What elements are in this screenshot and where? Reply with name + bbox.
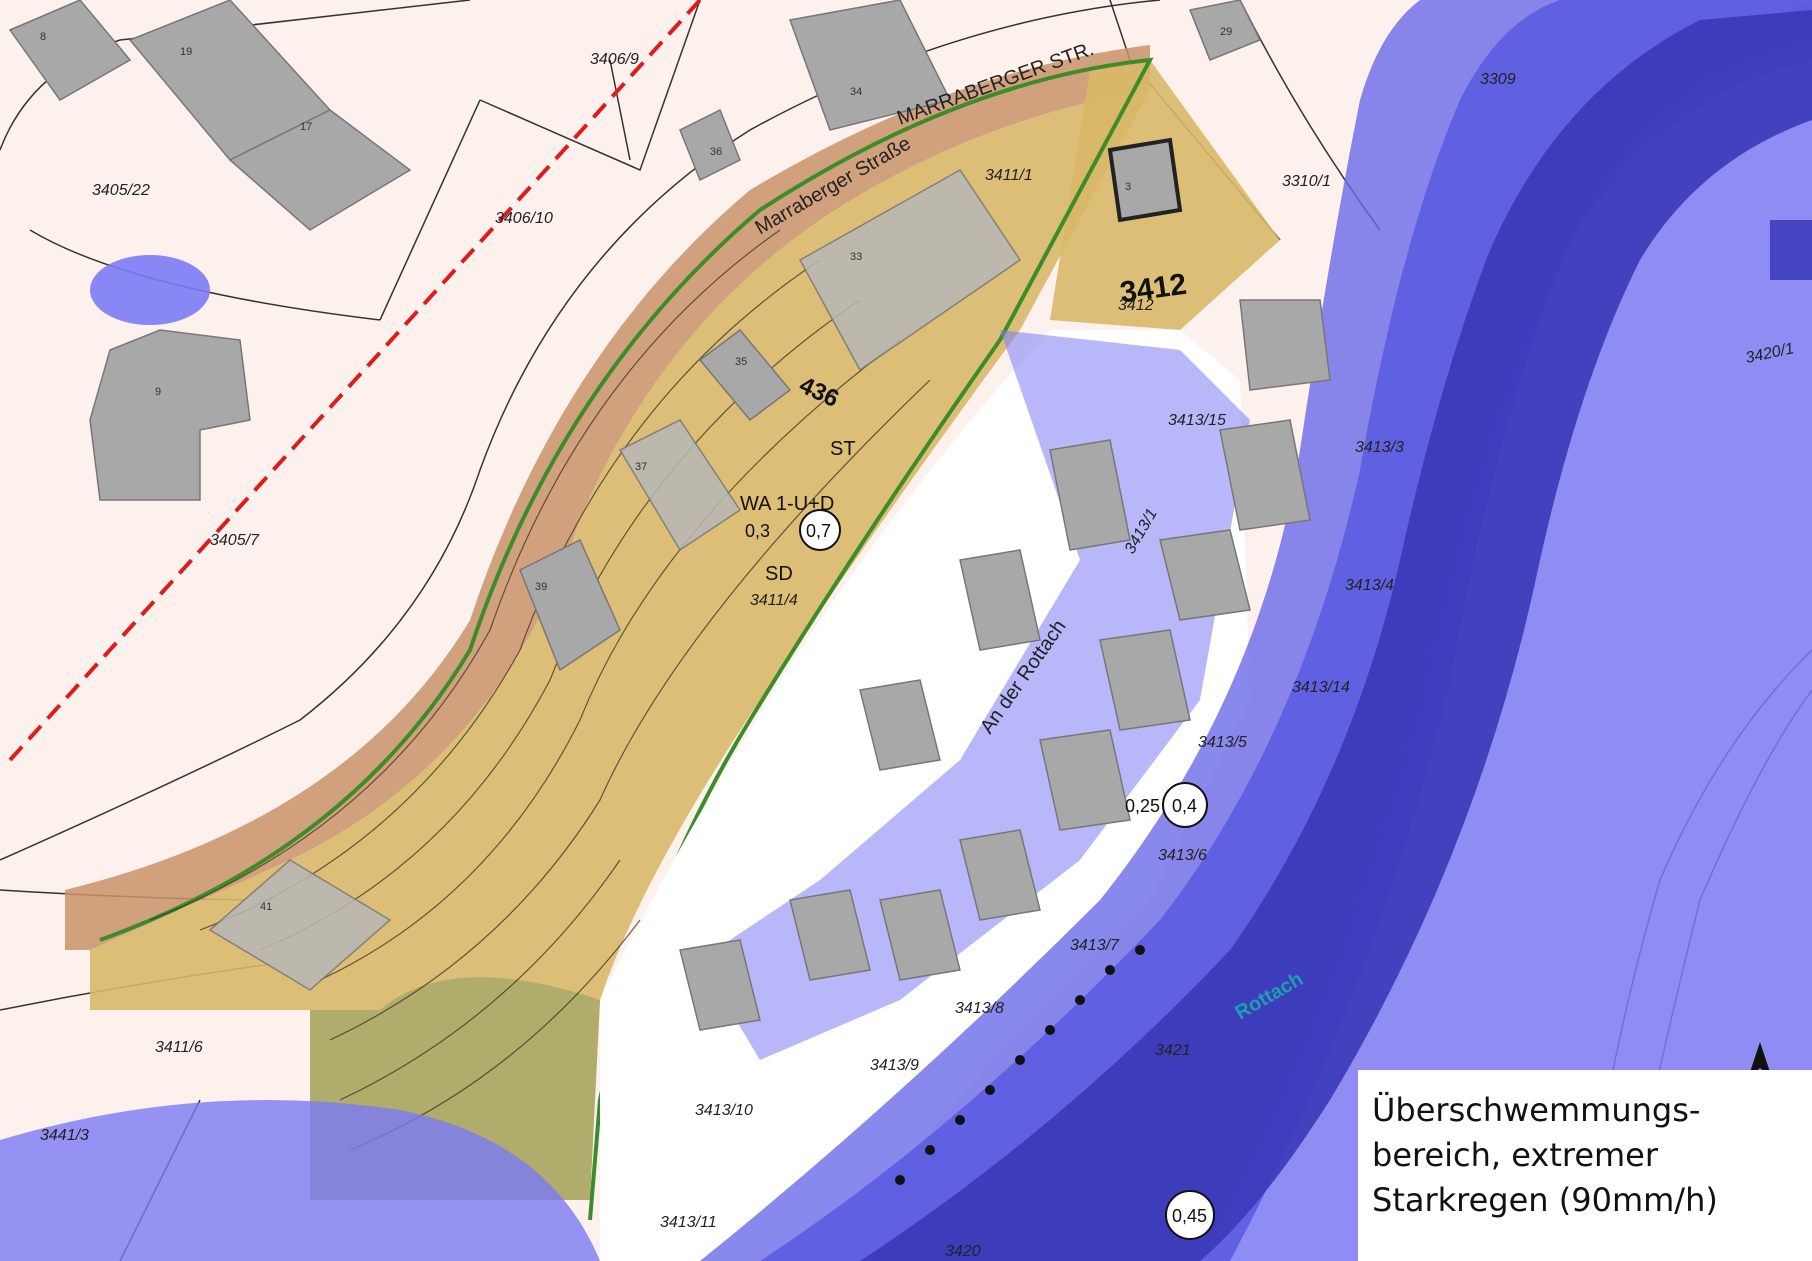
building-17 — [228, 109, 412, 231]
house-number: 3 — [1125, 181, 1131, 193]
zoning-label: WA 1-U+D — [740, 493, 834, 515]
sd-label: SD — [765, 563, 793, 585]
house-number: 9 — [155, 386, 161, 398]
house-number: 19 — [180, 46, 192, 58]
building-r7 — [959, 549, 1041, 651]
gfz-label: 0,7 — [806, 521, 831, 541]
grz2-label: 0,25 — [1125, 796, 1160, 816]
building-r2 — [1219, 419, 1311, 531]
legend-line: Starkregen (90mm/h) — [1372, 1181, 1718, 1219]
house-number: 34 — [850, 86, 862, 98]
building-36 — [679, 108, 741, 182]
building-r1 — [1239, 299, 1331, 391]
parcel-label: 3411/6 — [155, 1039, 203, 1056]
flood-patch-left — [90, 255, 210, 325]
parcel-label: 3413/9 — [870, 1057, 919, 1074]
house-number: 35 — [735, 356, 747, 368]
building-33 — [798, 169, 1022, 372]
parcel-label: 3309 — [1480, 71, 1516, 88]
parcel-label: 3310/1 — [1282, 173, 1331, 190]
building-r12 — [879, 889, 961, 981]
gfz2-circle — [1162, 782, 1208, 828]
building-3 — [1107, 137, 1183, 223]
parcel-label: 3411/1 — [985, 167, 1033, 184]
buildings — [8, 0, 1331, 1031]
building-r5 — [1099, 629, 1191, 731]
planning-boundary-red — [8, 0, 702, 762]
tree-row — [895, 945, 1145, 1185]
parcel-label: 3413/3 — [1355, 439, 1404, 456]
legend-line: bereich, extremer — [1372, 1136, 1659, 1174]
parcel-label: 3406/10 — [495, 210, 553, 227]
building-8 — [8, 0, 132, 101]
parcel-label: 3405/7 — [210, 532, 260, 549]
parcel-label: 3406/9 — [590, 51, 639, 68]
flood-bottom-left — [0, 1100, 600, 1261]
parcel-label: 3413/4 — [1345, 577, 1394, 594]
house-number: 39 — [535, 581, 547, 593]
building-29 — [1188, 0, 1262, 61]
gfz3-circle — [1165, 1190, 1215, 1240]
flood-patch-right — [1770, 220, 1812, 280]
parcel-label: 3413/8 — [955, 1000, 1004, 1017]
legend-box: Überschwemmungs- bereich, extremer Stark… — [1358, 1070, 1812, 1261]
building-r3 — [1159, 529, 1251, 621]
contour-lines — [149, 229, 931, 1151]
gfz3-label: 0,45 — [1172, 1206, 1207, 1226]
parcel-label: 3441/3 — [40, 1127, 89, 1144]
building-r8 — [859, 679, 941, 771]
house-number: 36 — [710, 146, 722, 158]
st-label: ST — [830, 438, 856, 460]
house-number: 29 — [1220, 26, 1232, 38]
north-arrow-icon — [1748, 1042, 1772, 1078]
parcel-label: 3413/15 — [1168, 412, 1226, 429]
building-39 — [519, 538, 621, 672]
parcel-label: 3420 — [945, 1243, 981, 1260]
building-r4 — [1049, 439, 1131, 551]
building-37 — [618, 419, 742, 552]
building-r9 — [959, 829, 1041, 921]
parcel-label: 3421 — [1155, 1042, 1191, 1059]
grz-label: 0,3 — [745, 521, 770, 541]
parcel-label: 3413/7 — [1070, 937, 1120, 954]
parcel-label: 3412 — [1118, 297, 1154, 314]
house-number: 17 — [300, 121, 312, 133]
parcel-label: 3411/4 — [750, 592, 798, 609]
building-35 — [698, 328, 792, 422]
parcel-label: 3413/10 — [695, 1102, 753, 1119]
green-boundary-line — [99, 57, 1154, 1221]
road-band — [65, 45, 1150, 950]
building-r10 — [789, 889, 871, 981]
building-r6 — [1039, 729, 1131, 831]
parcel-label: 3413/14 — [1292, 679, 1350, 696]
parcel-label: 3413/5 — [1198, 734, 1247, 751]
building-9 — [89, 329, 251, 501]
gfz-circle — [799, 509, 841, 551]
building-r11 — [679, 939, 761, 1031]
legend-line: Überschwemmungs- — [1372, 1091, 1701, 1129]
house-number: 8 — [40, 31, 46, 43]
parcel-label: 3405/22 — [92, 182, 150, 199]
gfz2-label: 0,4 — [1172, 796, 1197, 816]
parcel-label: 3413/6 — [1158, 847, 1207, 864]
building-41 — [208, 859, 392, 991]
flood-dark-channel — [860, 10, 1812, 1261]
house-number: 37 — [635, 461, 647, 473]
house-number: 41 — [260, 901, 272, 913]
building-34 — [788, 0, 952, 131]
house-number: 33 — [850, 251, 862, 263]
parcel-label: 3413/11 — [660, 1214, 717, 1231]
